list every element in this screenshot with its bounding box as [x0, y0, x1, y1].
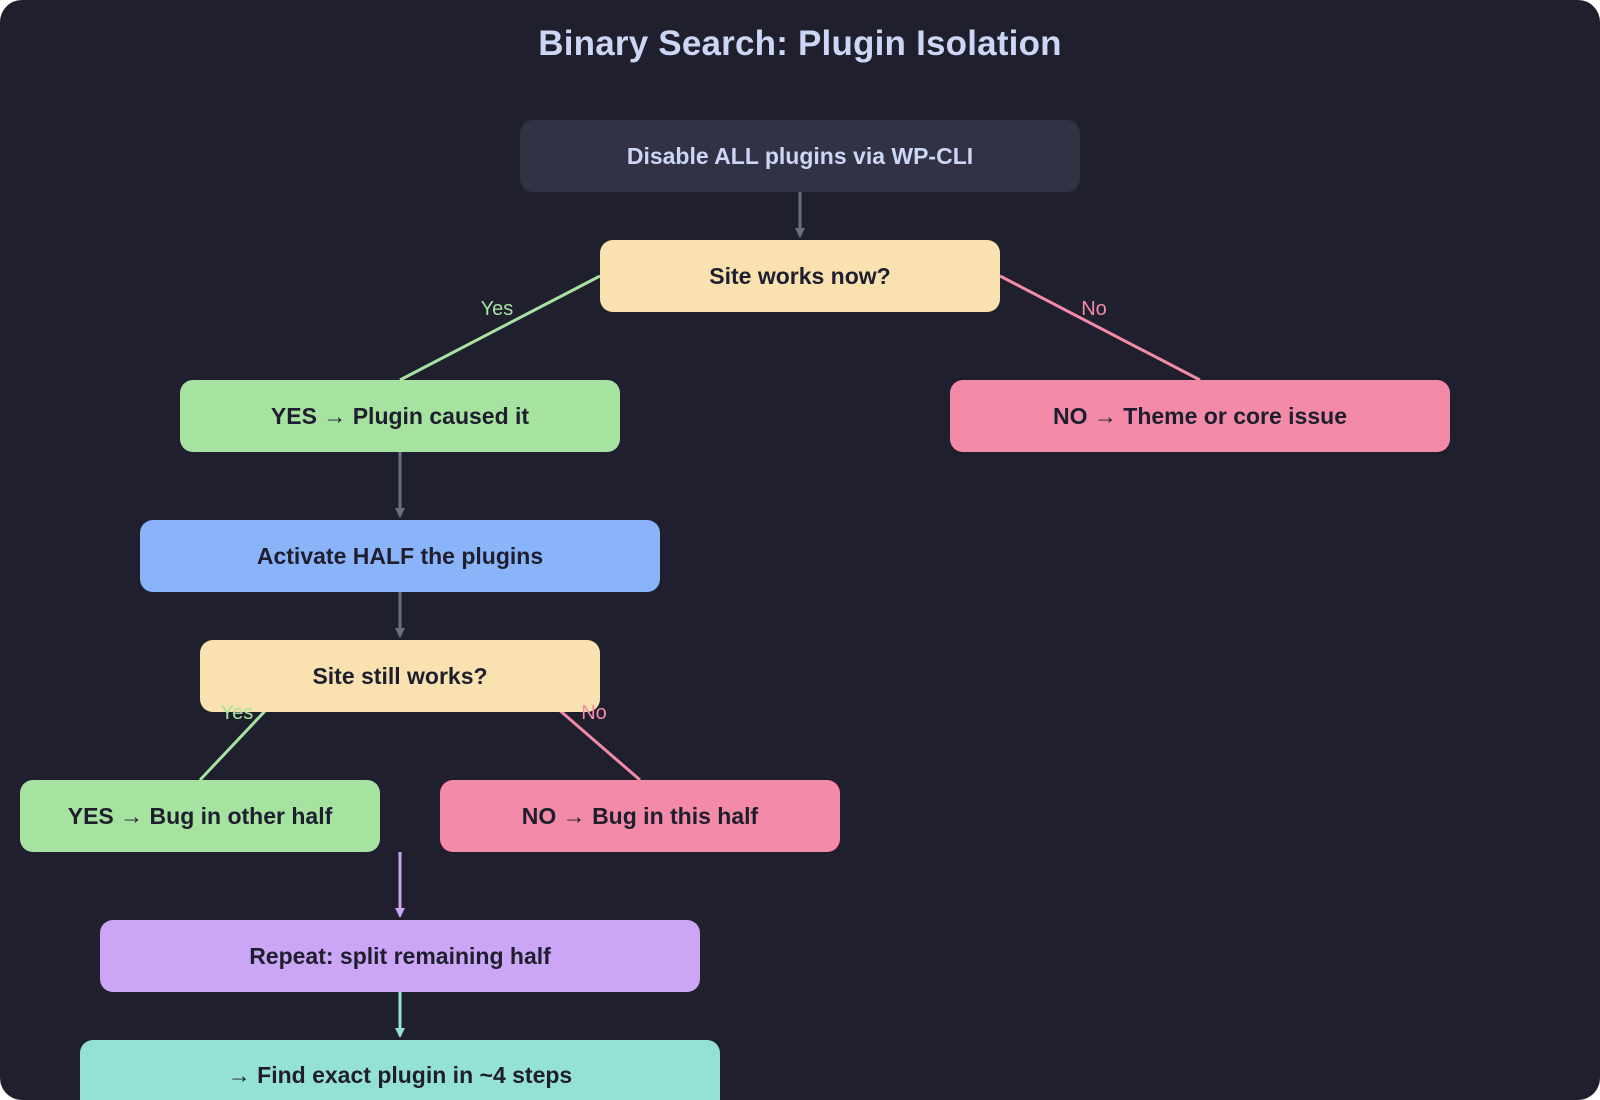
node-no-theme-core: NO → Theme or core issue: [950, 380, 1450, 452]
node-repeat-split-label: Repeat: split remaining half: [249, 942, 551, 969]
node-start: Disable ALL plugins via WP-CLI: [520, 120, 1080, 192]
edge-decision1-no: [999, 274, 1201, 382]
node-yes-other-half-label: YES → Bug in other half: [67, 802, 333, 829]
node-final-find-plugin-label: → Find exact plugin in ~4 steps: [227, 1062, 573, 1088]
edge-label-no-1: No: [1081, 298, 1107, 320]
edge-label-yes-2: Yes: [221, 702, 254, 724]
edge-decision1-yes: [399, 274, 601, 382]
node-decision-still-works: Site still works?: [200, 640, 600, 712]
edge-label-yes-1: Yes: [481, 298, 514, 320]
node-repeat-split: Repeat: split remaining half: [100, 920, 700, 992]
node-no-this-half: NO → Bug in this half: [440, 780, 840, 852]
edge-label-no-2: No: [581, 702, 607, 724]
node-decision-still-works-label: Site still works?: [312, 662, 488, 689]
node-yes-other-half: YES → Bug in other half: [20, 780, 380, 852]
node-yes-plugin-caused: YES → Plugin caused it: [180, 380, 620, 452]
node-decision-site-works: Site works now?: [600, 240, 1000, 312]
node-no-this-half-label: NO → Bug in this half: [521, 802, 759, 829]
diagram-title: Binary Search: Plugin Isolation: [538, 24, 1062, 63]
node-final-find-plugin: → Find exact plugin in ~4 steps: [80, 1040, 720, 1100]
node-yes-plugin-caused-label: YES → Plugin caused it: [270, 402, 530, 429]
node-activate-half: Activate HALF the plugins: [140, 520, 660, 592]
node-activate-half-label: Activate HALF the plugins: [256, 542, 544, 569]
node-no-theme-core-label: NO → Theme or core issue: [1053, 402, 1347, 429]
node-decision-site-works-label: Site works now?: [709, 262, 891, 289]
node-start-label: Disable ALL plugins via WP-CLI: [626, 142, 974, 169]
